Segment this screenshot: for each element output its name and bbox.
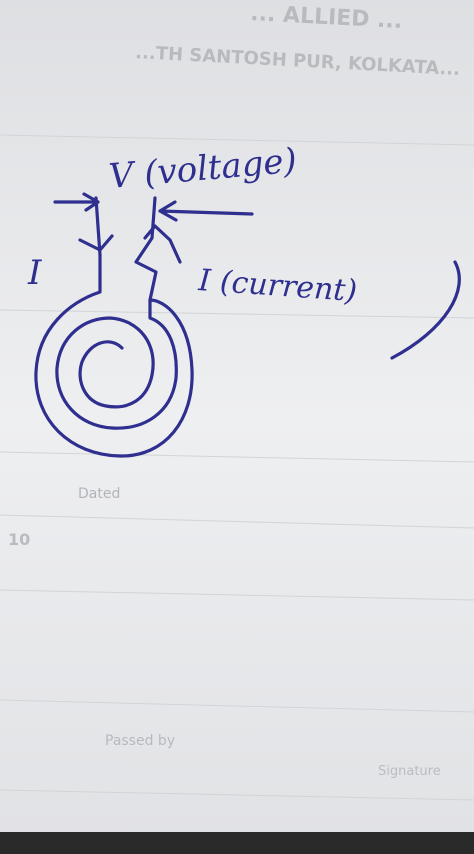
passed-by-label: Passed by (105, 733, 175, 749)
coil-spiral (34, 253, 194, 458)
current-bracket (390, 260, 461, 360)
coil-right-lead (134, 196, 158, 302)
left-current-arrow (53, 192, 100, 212)
right-current-arrow (158, 200, 254, 222)
coil-left-lead (94, 196, 102, 257)
page-number: 10 (8, 530, 30, 549)
dated-label: Dated (78, 486, 120, 502)
table-edge (0, 832, 474, 854)
right-current-arrow-2 (143, 224, 182, 264)
current-label-left: I (27, 253, 42, 293)
signature-label: Signature (378, 764, 441, 779)
ruled-lines (0, 134, 474, 801)
left-current-arrow-2 (78, 234, 114, 252)
